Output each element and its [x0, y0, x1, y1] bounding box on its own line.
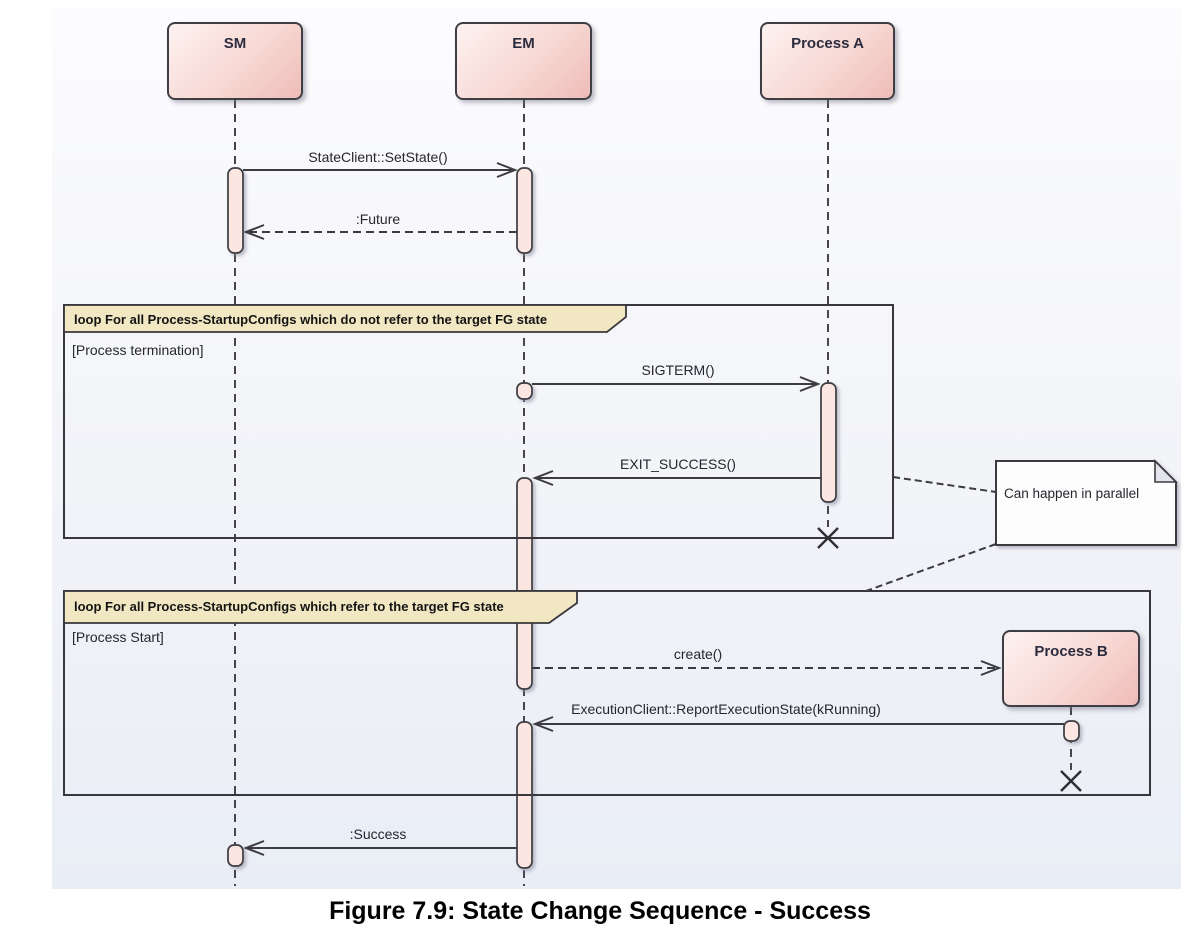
sm-activation-success [227, 844, 244, 867]
message-label-create: create() [673, 646, 723, 662]
note-fold-corner [1154, 459, 1178, 483]
message-label-success: :Success [349, 826, 407, 842]
em-activation-sigterm [516, 382, 533, 400]
message-label-setstate: StateClient::SetState() [308, 149, 448, 165]
note-anchor-line-2 [865, 543, 997, 592]
note-shape [995, 460, 1177, 546]
note-anchor-line-1 [892, 476, 997, 493]
loop-fragment-start-operator: loop For all Process-StartupConfigs whic… [74, 599, 504, 614]
participant-em: EM [455, 22, 592, 100]
participant-process-a: Process A [760, 22, 895, 100]
loop-fragment-start-header [63, 590, 578, 624]
sm-activation-setstate [227, 167, 244, 254]
loop-fragment-termination-guard: [Process termination] [72, 342, 204, 358]
note-text: Can happen in parallel [1004, 486, 1140, 501]
process-a-activation [820, 382, 837, 503]
loop-fragment-start-frame [63, 590, 1151, 796]
participant-process-b-label: Process B [1034, 643, 1108, 660]
participant-process-a-label: Process A [791, 35, 864, 52]
process-b-termination-x [1060, 770, 1082, 792]
em-activation-termination [516, 477, 533, 690]
message-label-exit-success: EXIT_SUCCESS() [620, 456, 736, 472]
em-activation-setstate [516, 167, 533, 254]
participant-process-b: Process B [1002, 630, 1140, 707]
message-label-report-execution: ExecutionClient::ReportExecutionState(kR… [571, 701, 881, 717]
diagram-background [52, 8, 1181, 889]
loop-fragment-termination-frame [63, 304, 894, 539]
process-b-activation [1063, 720, 1080, 742]
participant-sm-label: SM [223, 35, 247, 52]
participant-em-label: EM [512, 35, 535, 52]
message-label-sigterm: SIGTERM() [641, 362, 715, 378]
message-label-future: :Future [355, 211, 401, 227]
figure-caption: Figure 7.9: State Change Sequence - Succ… [329, 897, 871, 925]
process-a-termination-x [817, 527, 839, 549]
participant-sm: SM [167, 22, 303, 100]
loop-fragment-termination-operator: loop For all Process-StartupConfigs whic… [74, 312, 548, 327]
loop-fragment-start-guard: [Process Start] [72, 629, 164, 645]
loop-fragment-termination-header [63, 304, 627, 333]
